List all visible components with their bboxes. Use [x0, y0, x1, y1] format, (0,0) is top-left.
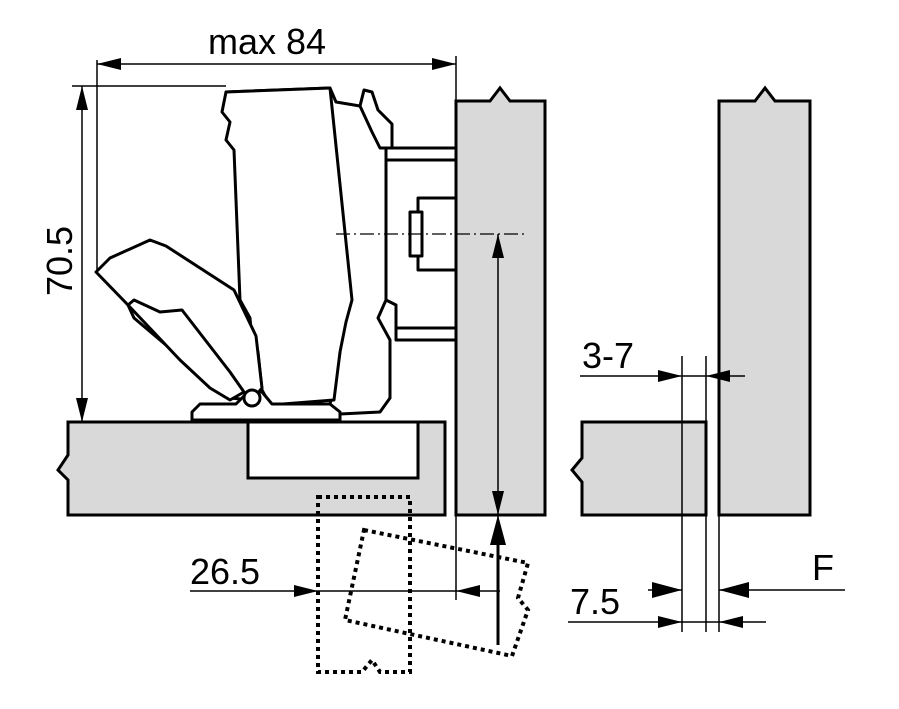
- cup-outline-closed: [316, 495, 412, 674]
- arrow-gap-left: [658, 370, 682, 382]
- arrow-side-top: [492, 234, 504, 258]
- arrow-width-left: [97, 58, 121, 70]
- opening-arrow-head: [490, 515, 506, 545]
- dim-thickness-label: 7.5: [570, 581, 620, 622]
- arrow-thickness-left: [658, 616, 682, 628]
- arrow-thickness-right: [719, 616, 743, 628]
- hinge-linkage-inner: [126, 298, 246, 402]
- arrow-offset-right: [456, 585, 480, 597]
- dim-max-width-label: max 84: [208, 21, 326, 62]
- arrow-width-right: [432, 58, 456, 70]
- dim-height-label: 70.5: [39, 226, 80, 296]
- arrow-height-top: [76, 86, 88, 110]
- door-panel-right: [570, 420, 708, 517]
- arrow-side-bottom: [492, 491, 504, 515]
- force-arrow-left: [652, 582, 682, 598]
- hinge-pivot: [242, 388, 262, 408]
- cabinet-side-panel-right: [717, 85, 812, 517]
- hinge-cup-recess: [246, 420, 420, 480]
- cup-outline-open: [342, 527, 531, 659]
- clip-lever: [358, 88, 394, 150]
- dim-gap-label: 3-7: [582, 335, 634, 376]
- arrow-gap-right: [706, 370, 730, 382]
- arrow-offset-left: [294, 585, 318, 597]
- arrow-height-bottom: [76, 398, 88, 422]
- force-arrow-right: [719, 582, 749, 598]
- force-label: F: [812, 547, 834, 588]
- dim-offset-label: 26.5: [190, 551, 260, 592]
- cabinet-side-panel: [454, 85, 547, 517]
- hinge-cup-base: [190, 390, 342, 422]
